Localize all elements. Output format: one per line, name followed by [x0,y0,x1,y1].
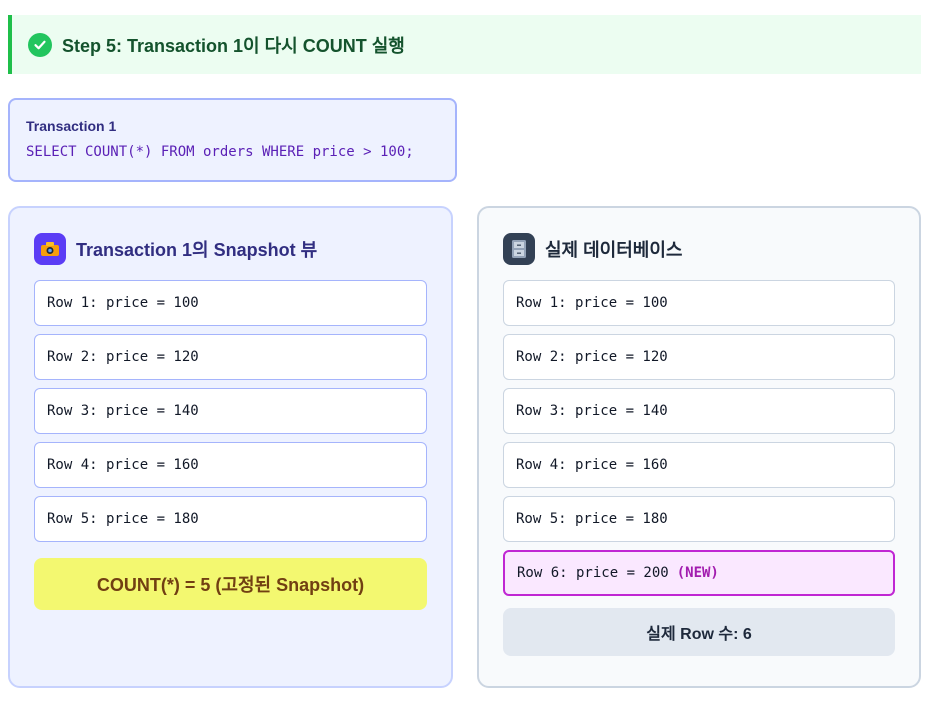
new-badge: (NEW) [676,565,719,581]
query-box: Transaction 1 SELECT COUNT(*) FROM order… [8,98,457,182]
query-sql: SELECT COUNT(*) FROM orders WHERE price … [26,144,414,160]
database-row: Row 4: price = 160 [503,442,895,488]
database-panel: 실제 데이터베이스 Row 1: price = 100 Row 2: pric… [477,206,921,688]
file-cabinet-icon [503,233,535,265]
snapshot-row: Row 2: price = 120 [34,334,427,380]
database-row: Row 1: price = 100 [503,280,895,326]
new-row-text: Row 6: price = 200 [517,565,669,581]
check-circle-icon [28,32,52,57]
actual-row-count: 실제 Row 수: 6 [503,608,895,656]
query-label: Transaction 1 [26,118,117,134]
snapshot-panel-header: Transaction 1의 Snapshot 뷰 [34,232,427,266]
step-title: Step 5: Transaction 1이 다시 COUNT 실행 [62,35,405,56]
database-row-new: Row 6: price = 200 (NEW) [503,550,895,596]
snapshot-row: Row 3: price = 140 [34,388,427,434]
snapshot-row: Row 5: price = 180 [34,496,427,542]
snapshot-count: COUNT(*) = 5 (고정된 Snapshot) [34,558,427,610]
database-panel-title: 실제 데이터베이스 [545,240,683,260]
snapshot-panel-title: Transaction 1의 Snapshot 뷰 [76,240,318,260]
camera-icon [34,233,66,265]
database-panel-header: 실제 데이터베이스 [503,232,895,266]
snapshot-row: Row 4: price = 160 [34,442,427,488]
database-row: Row 5: price = 180 [503,496,895,542]
database-row: Row 3: price = 140 [503,388,895,434]
snapshot-panel: Transaction 1의 Snapshot 뷰 Row 1: price =… [8,206,453,688]
step-banner: Step 5: Transaction 1이 다시 COUNT 실행 [8,15,921,74]
database-row: Row 2: price = 120 [503,334,895,380]
snapshot-row: Row 1: price = 100 [34,280,427,326]
